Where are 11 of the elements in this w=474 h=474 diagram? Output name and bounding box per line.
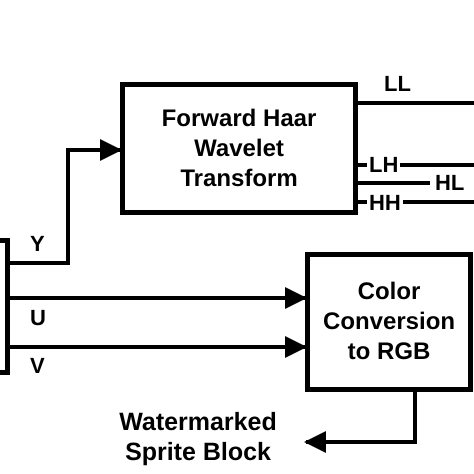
- connector-line: [358, 101, 474, 105]
- output-label: Watermarked Sprite Block: [118, 407, 278, 467]
- arrow: [10, 139, 122, 265]
- box-label: Forward Haar Wavelet Transform: [160, 104, 318, 194]
- connector-line: [358, 181, 430, 185]
- arrow: [10, 287, 307, 309]
- arrow: [10, 336, 307, 358]
- arrow: [304, 392, 417, 453]
- process-box: [120, 82, 358, 215]
- process-box: [305, 252, 473, 392]
- box-label: Color Conversion to RGB: [322, 277, 456, 367]
